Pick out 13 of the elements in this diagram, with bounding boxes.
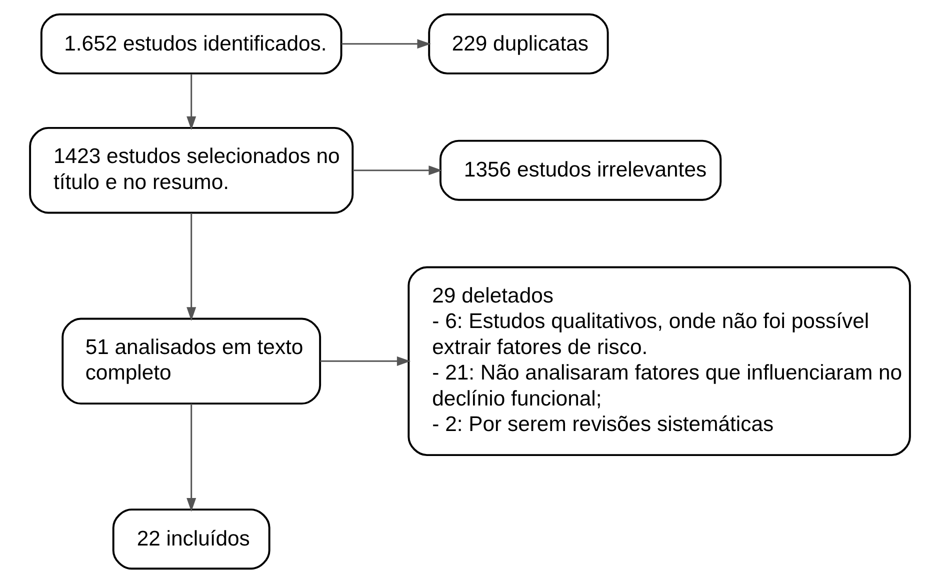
arrow <box>352 166 442 176</box>
node-box: 1423 estudos selecionados no título e no resumo. <box>29 126 354 214</box>
arrow <box>186 213 196 321</box>
arrow <box>320 356 411 366</box>
node-box: 1356 estudos irrelevantes <box>439 140 722 201</box>
node-box: 22 incluídos <box>112 508 270 570</box>
arrow <box>341 39 431 49</box>
node-box: 229 duplicatas <box>428 13 609 74</box>
node-box: 1.652 estudos identificados. <box>40 13 342 74</box>
arrow <box>186 404 196 512</box>
node-box: 29 deletados - 6: Estudos qualitativos, onde não foi possível extrair fatores de risco. - 21: Não analisaram fatores que influenciaram no declínio funcional; - 2: Por serem revisões sistemáticas <box>408 266 911 456</box>
arrow <box>186 74 196 130</box>
node-box: 51 analisados em texto completo <box>62 318 322 405</box>
